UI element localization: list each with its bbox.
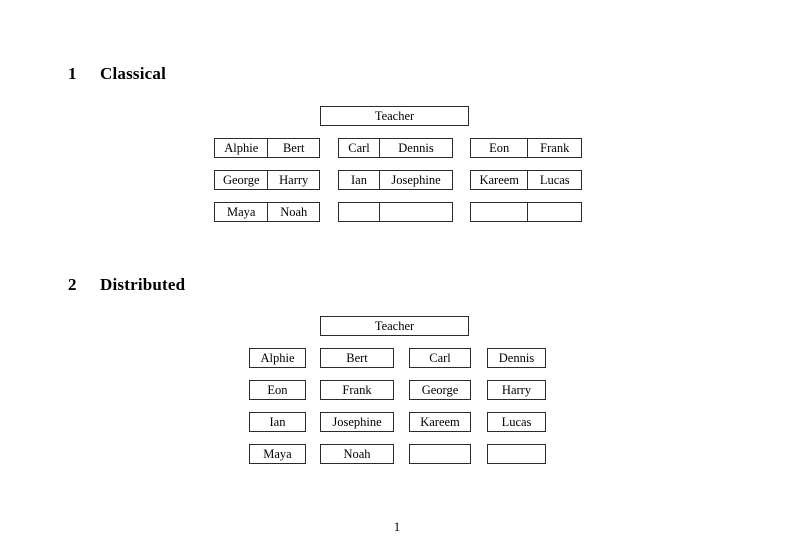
table-row: Kareem Lucas xyxy=(470,170,582,190)
section-title: Classical xyxy=(100,64,167,83)
table-row-empty xyxy=(470,202,582,222)
table-row: Maya Noah xyxy=(214,202,320,222)
student-cell: Alphie xyxy=(224,141,259,155)
student-box: Ian xyxy=(249,412,306,432)
student-box: Carl xyxy=(409,348,471,368)
student-cell: Lucas xyxy=(527,171,581,189)
student-cell: Carl xyxy=(348,141,370,155)
table-row: Ian Josephine xyxy=(338,170,453,190)
section-heading-classical: 1 Classical xyxy=(68,64,166,84)
student-cell: Noah xyxy=(267,203,319,221)
student-cell: Bert xyxy=(267,139,319,157)
student-cell: Josephine xyxy=(379,171,452,189)
table-row: George Harry xyxy=(214,170,320,190)
student-box: Eon xyxy=(249,380,306,400)
table-row: Carl Dennis xyxy=(338,138,453,158)
student-cell: Harry xyxy=(267,171,319,189)
section-heading-distributed: 2 Distributed xyxy=(68,275,185,295)
student-box: Kareem xyxy=(409,412,471,432)
student-box: Frank xyxy=(320,380,394,400)
student-cell: Dennis xyxy=(379,139,452,157)
student-box: Lucas xyxy=(487,412,546,432)
student-cell-empty xyxy=(379,203,452,221)
student-cell: George xyxy=(222,173,260,187)
student-box: George xyxy=(409,380,471,400)
section-number: 2 xyxy=(68,275,77,294)
section-number: 1 xyxy=(68,64,77,83)
teacher-box-classical: Teacher xyxy=(320,106,469,126)
table-row: Alphie Bert xyxy=(214,138,320,158)
page-number: 1 xyxy=(393,520,401,534)
student-cell: Maya xyxy=(227,205,256,219)
student-cell-empty xyxy=(527,203,581,221)
student-cell: Kareem xyxy=(479,173,520,187)
table-row-empty xyxy=(338,202,453,222)
section-title: Distributed xyxy=(100,275,186,294)
student-box: Josephine xyxy=(320,412,394,432)
student-cell-empty xyxy=(471,203,527,221)
student-box: Maya xyxy=(249,444,306,464)
student-cell-empty xyxy=(339,203,379,221)
student-box: Dennis xyxy=(487,348,546,368)
student-box: Noah xyxy=(320,444,394,464)
student-box: Alphie xyxy=(249,348,306,368)
student-box: Harry xyxy=(487,380,546,400)
student-box: Bert xyxy=(320,348,394,368)
table-row: Eon Frank xyxy=(470,138,582,158)
student-cell: Frank xyxy=(527,139,581,157)
student-box-empty xyxy=(487,444,546,464)
student-cell: Ian xyxy=(351,173,367,187)
student-box-empty xyxy=(409,444,471,464)
student-cell: Eon xyxy=(489,141,510,155)
teacher-box-distributed: Teacher xyxy=(320,316,469,336)
